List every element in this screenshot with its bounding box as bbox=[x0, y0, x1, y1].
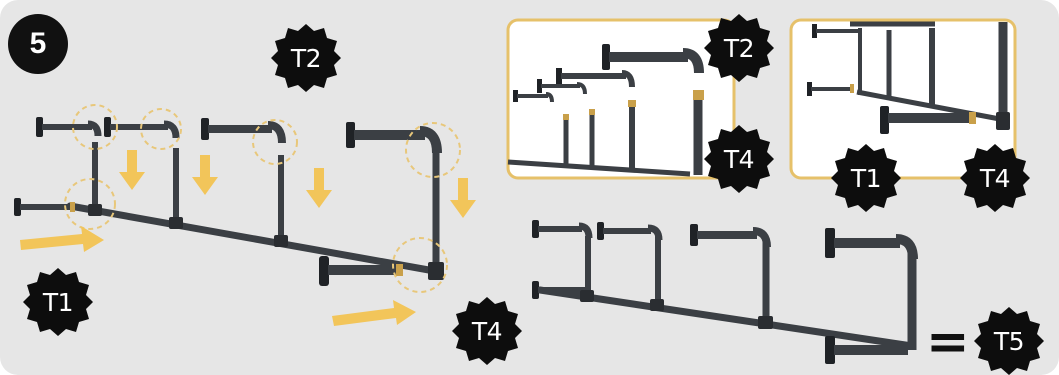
inset-panel-left bbox=[506, 18, 736, 180]
bottom-right-arm bbox=[319, 256, 403, 286]
result-rail bbox=[536, 286, 916, 350]
inset-panel-right bbox=[789, 18, 1017, 180]
top-arm-3 bbox=[201, 118, 286, 144]
label-t4-inset-left: T4 bbox=[723, 144, 755, 174]
label-t2-inset: T2 bbox=[723, 33, 755, 63]
top-arm-2 bbox=[104, 117, 180, 139]
top-arm-4 bbox=[346, 122, 442, 154]
label-t4-inset-right: T4 bbox=[979, 163, 1011, 193]
highlight-rings bbox=[64, 104, 461, 293]
step-number-badge: 5 bbox=[8, 14, 68, 74]
arrow-t1 bbox=[20, 226, 104, 252]
equals-sign: = bbox=[926, 312, 970, 372]
main-rail-pipe bbox=[66, 202, 444, 276]
label-t2-main: T2 bbox=[290, 43, 322, 73]
assembled-result bbox=[532, 220, 918, 364]
label-t4-main: T4 bbox=[471, 316, 503, 346]
exploded-assembly bbox=[14, 104, 476, 326]
label-t1-main: T1 bbox=[42, 287, 74, 317]
bottom-left-flange bbox=[14, 198, 21, 216]
label-t5-result: T5 bbox=[993, 326, 1025, 356]
arrow-t4 bbox=[332, 300, 416, 326]
top-arm-1 bbox=[36, 117, 102, 137]
insert-arrows bbox=[20, 150, 476, 326]
label-t1-inset: T1 bbox=[850, 163, 882, 193]
